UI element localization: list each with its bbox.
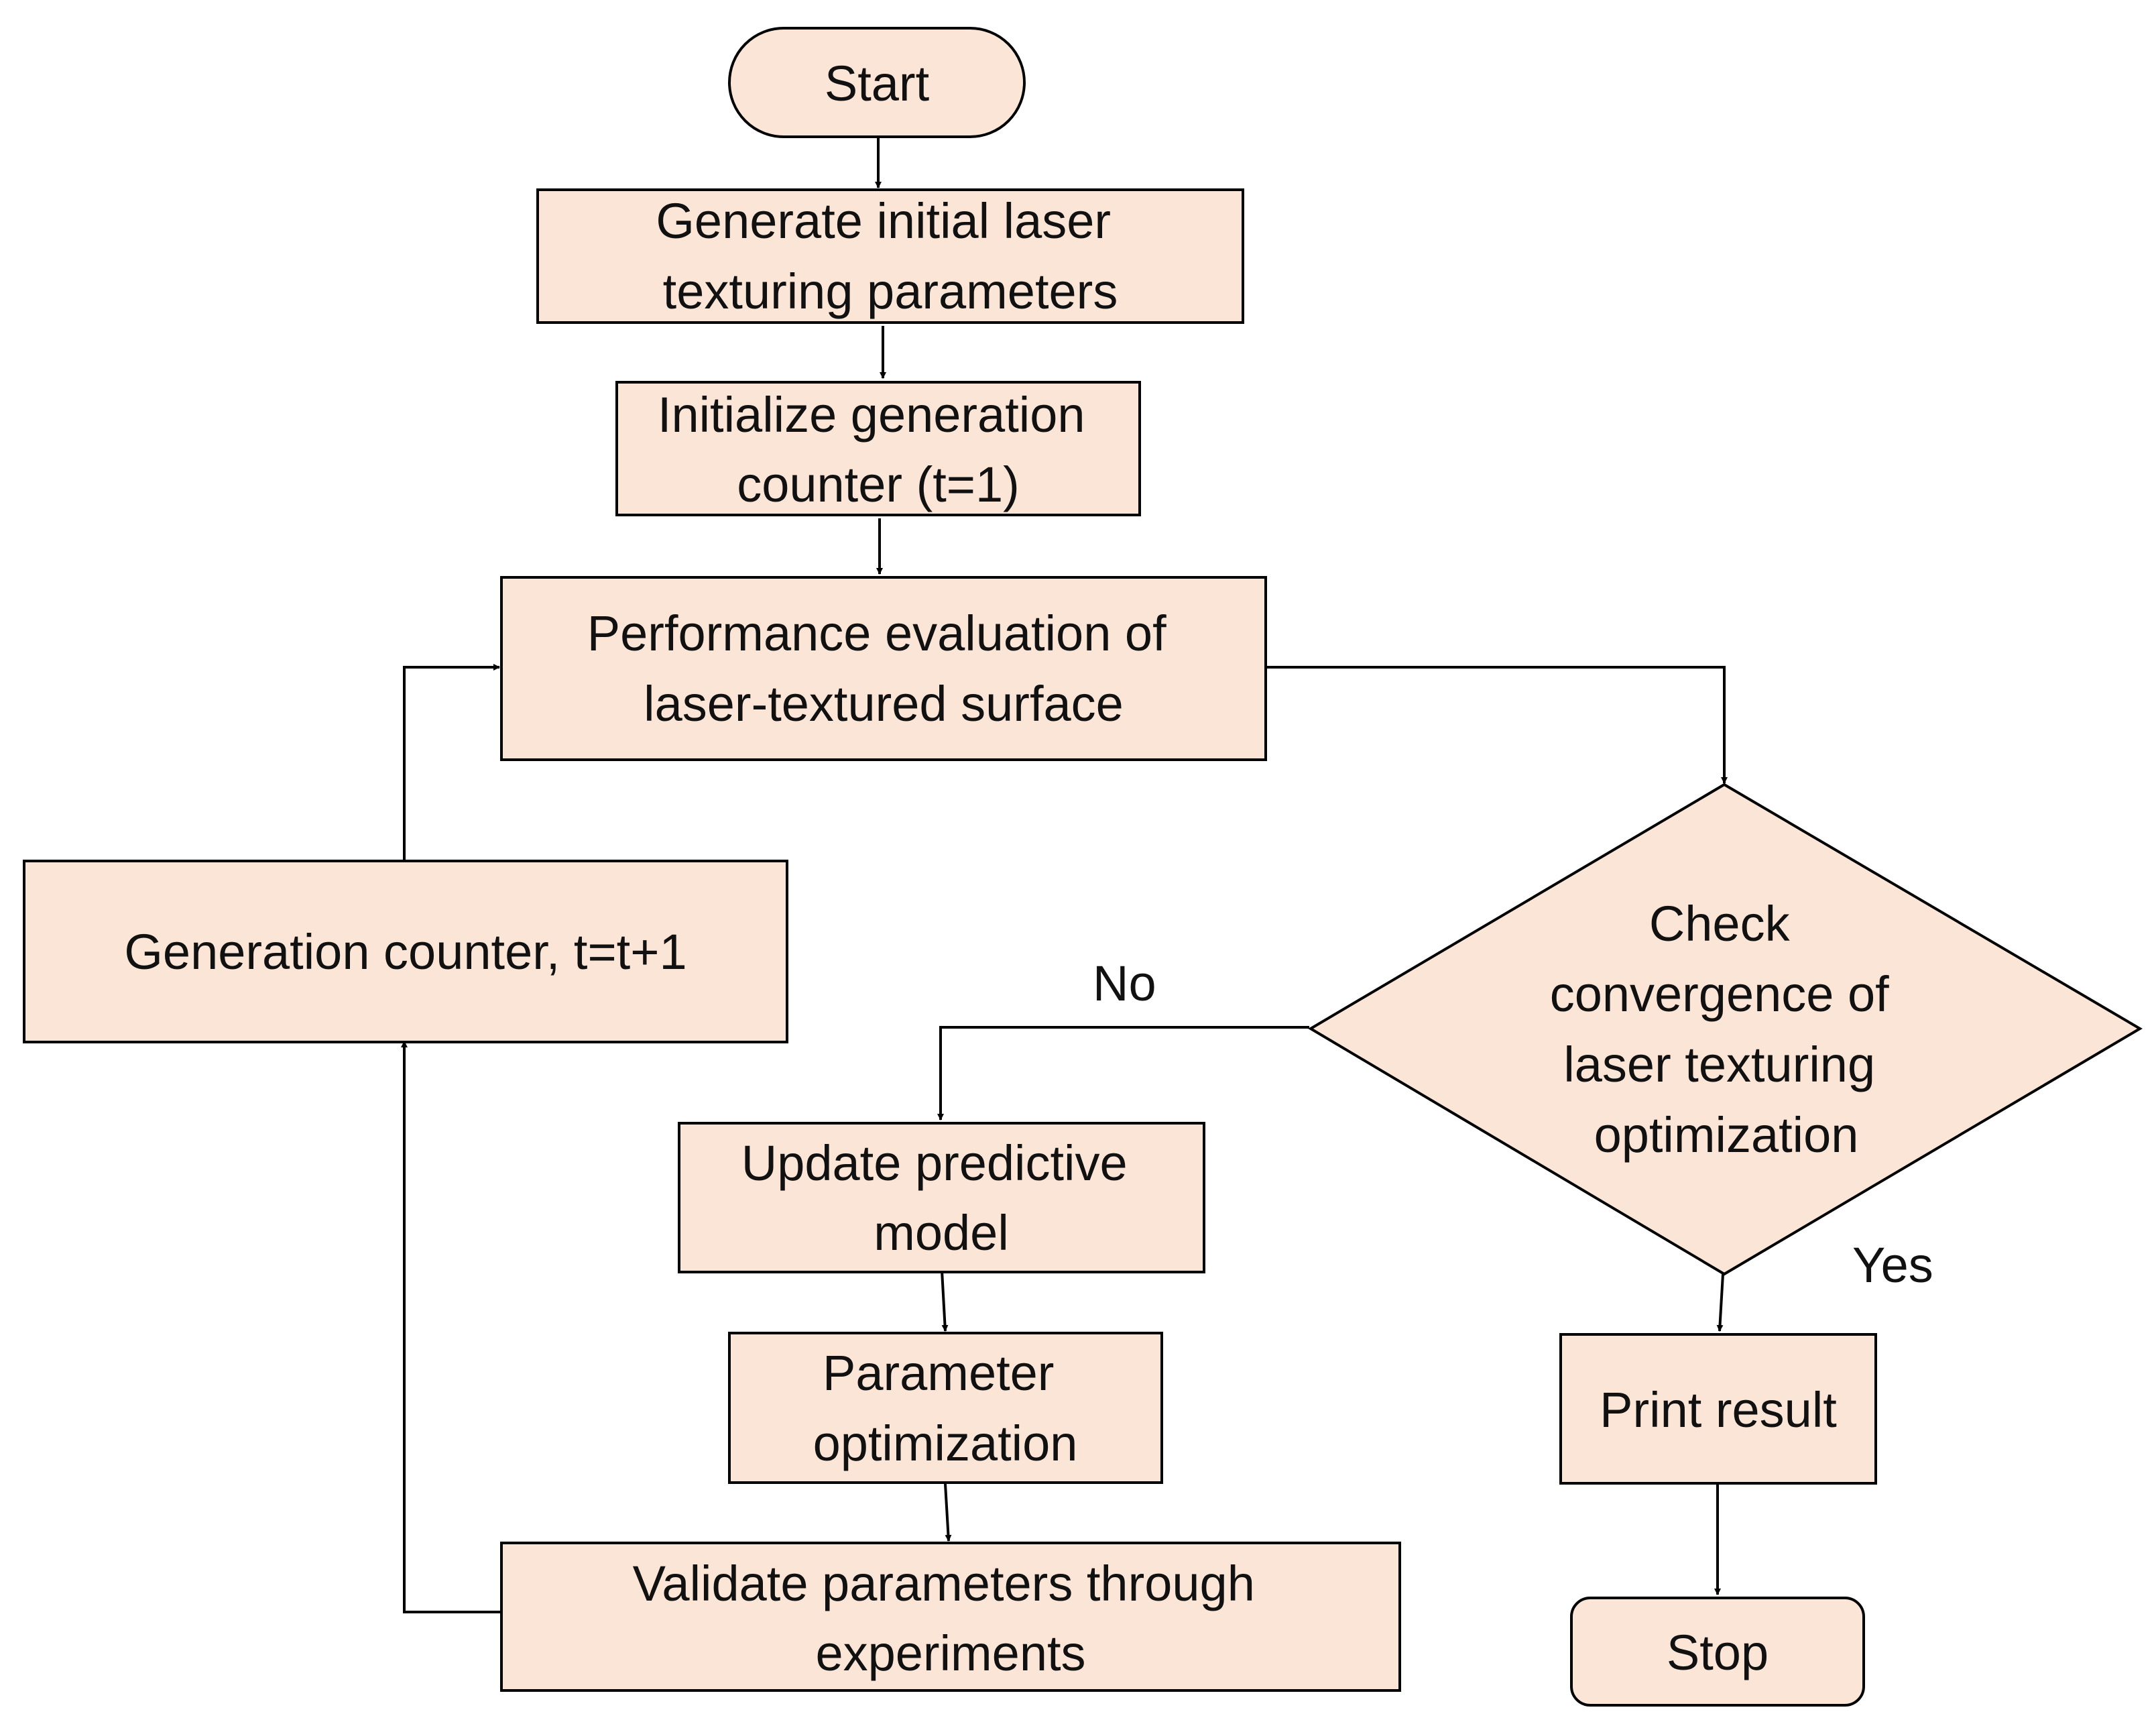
arrow-decision-no-to-update xyxy=(937,1026,1309,1120)
print-result-box: Print result xyxy=(1559,1333,1877,1485)
stop-terminator: Stop xyxy=(1570,1597,1865,1707)
arrow-performance-to-decision xyxy=(1266,666,1728,784)
start-terminator: Start xyxy=(728,27,1026,138)
generation-counter-box: Generation counter, t=t+1 xyxy=(23,860,788,1043)
edge-label-no: No xyxy=(1093,956,1156,1011)
generate-parameters-box: Generate initial laser texturing paramet… xyxy=(536,188,1244,324)
arrow-counter-to-performance xyxy=(403,664,500,860)
check-convergence-label: Check convergence of laser texturing opt… xyxy=(1550,896,1903,1163)
nodes: Start Generate initial laser texturing p… xyxy=(23,27,2143,1707)
generate-parameters-label: Generate initial laser texturing paramet… xyxy=(656,193,1124,319)
arrow-decision-yes-to-print xyxy=(1716,1273,1724,1332)
parameter-optimization-label: Parameter optimization xyxy=(813,1345,1078,1471)
start-label: Start xyxy=(825,56,930,111)
edge-label-yes: Yes xyxy=(1852,1237,1933,1293)
performance-evaluation-label: Performance evaluation of laser-textured… xyxy=(587,606,1180,732)
parameter-optimization-box: Parameter optimization xyxy=(728,1332,1163,1484)
arrow-update-to-optimization xyxy=(941,1270,949,1332)
generation-counter-label: Generation counter, t=t+1 xyxy=(124,924,686,980)
performance-evaluation-box: Performance evaluation of laser-textured… xyxy=(500,576,1267,761)
update-model-box: Update predictive model xyxy=(678,1122,1205,1273)
initialize-counter-label: Initialize generation counter (t=1) xyxy=(658,387,1099,512)
stop-label: Stop xyxy=(1667,1625,1769,1680)
initialize-counter-box: Initialize generation counter (t=1) xyxy=(615,381,1141,516)
validate-parameters-label: Validate parameters through experiments xyxy=(633,1556,1269,1681)
check-convergence-decision: Check convergence of laser texturing opt… xyxy=(1308,783,2143,1276)
arrow-optimization-to-validate xyxy=(944,1483,952,1542)
arrow-validate-to-counter xyxy=(401,1041,501,1613)
update-model-label: Update predictive model xyxy=(741,1135,1141,1261)
print-result-label: Print result xyxy=(1600,1382,1837,1438)
validate-parameters-box: Validate parameters through experiments xyxy=(500,1542,1401,1692)
connectors xyxy=(401,134,1728,1613)
